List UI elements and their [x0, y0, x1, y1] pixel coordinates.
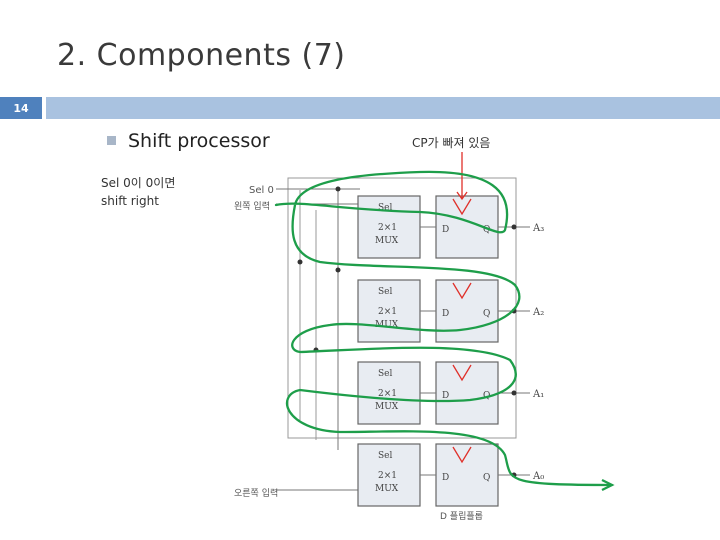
mux-labels-2: Sel 2×1 MUX D Q A₂	[375, 287, 544, 330]
ff-d-label: D	[442, 391, 449, 401]
ff-d-label: D	[442, 473, 449, 483]
mux-block	[357, 443, 421, 507]
output-label: A₁	[532, 389, 544, 400]
junction-dot	[511, 224, 517, 230]
mux-labels-4: Sel 2×1 MUX D Q A₀	[375, 451, 544, 494]
cp-arrow-head	[456, 191, 468, 201]
mux-name-label: MUX	[375, 320, 399, 330]
clock-triangle	[452, 198, 472, 216]
stage-2	[357, 279, 530, 343]
title-bar	[46, 97, 720, 119]
mux-sel-label: Sel	[378, 287, 392, 297]
output-label: A₀	[532, 471, 544, 482]
slide-number: 14	[0, 97, 42, 119]
mux-sel-label: Sel	[378, 451, 392, 461]
flipflop-caption: D 플립플롭	[440, 511, 483, 522]
junction-dot	[297, 259, 303, 265]
ff-q-label: Q	[483, 309, 490, 319]
ff-d-label: D	[442, 309, 449, 319]
mux-sel-label: Sel	[378, 203, 392, 213]
bullet-square-icon	[107, 136, 116, 145]
output-label: A₂	[532, 307, 544, 318]
ff-q-label: Q	[483, 225, 490, 235]
annotation-cp-note: CP가 빠져 있음	[412, 136, 491, 150]
left-input-label: 왼쪽 입력	[234, 200, 270, 212]
mux-block	[357, 195, 421, 259]
green-shift-path	[274, 170, 614, 487]
mux-name-label: MUX	[375, 236, 399, 246]
annotation-sel-note-line1: Sel 0이 0이면	[101, 176, 176, 190]
clock-triangle	[452, 282, 472, 300]
junction-dot	[511, 390, 517, 396]
mux-size-label: 2×1	[378, 223, 397, 233]
annotation-sel-note: Sel 0이 0이면 shift right	[101, 174, 175, 210]
output-label: A₃	[532, 223, 544, 234]
mux-size-label: 2×1	[378, 471, 397, 481]
junction-dot	[335, 186, 341, 192]
mux-size-label: 2×1	[378, 307, 397, 317]
mux-name-label: MUX	[375, 484, 399, 494]
junction-dot	[335, 267, 341, 273]
annotation-sel-note-line2: shift right	[101, 194, 159, 208]
bullet-text: Shift processor	[128, 130, 270, 152]
ff-d-label: D	[442, 225, 449, 235]
mux-name-label: MUX	[375, 402, 399, 412]
mux-sel-label: Sel	[378, 369, 392, 379]
mux-size-label: 2×1	[378, 389, 397, 399]
mux-block	[357, 279, 421, 343]
ff-q-label: Q	[483, 473, 490, 483]
clock-triangle	[452, 446, 472, 464]
slide-title: 2. Components (7)	[57, 38, 346, 73]
green-arrow-head	[601, 478, 615, 492]
clock-triangle	[452, 364, 472, 382]
right-input-label: 오른쪽 입력	[234, 487, 278, 499]
sel-input-label: Sel 0	[249, 185, 274, 196]
mux-labels-1: Sel 2×1 MUX D Q A₃	[375, 203, 544, 246]
